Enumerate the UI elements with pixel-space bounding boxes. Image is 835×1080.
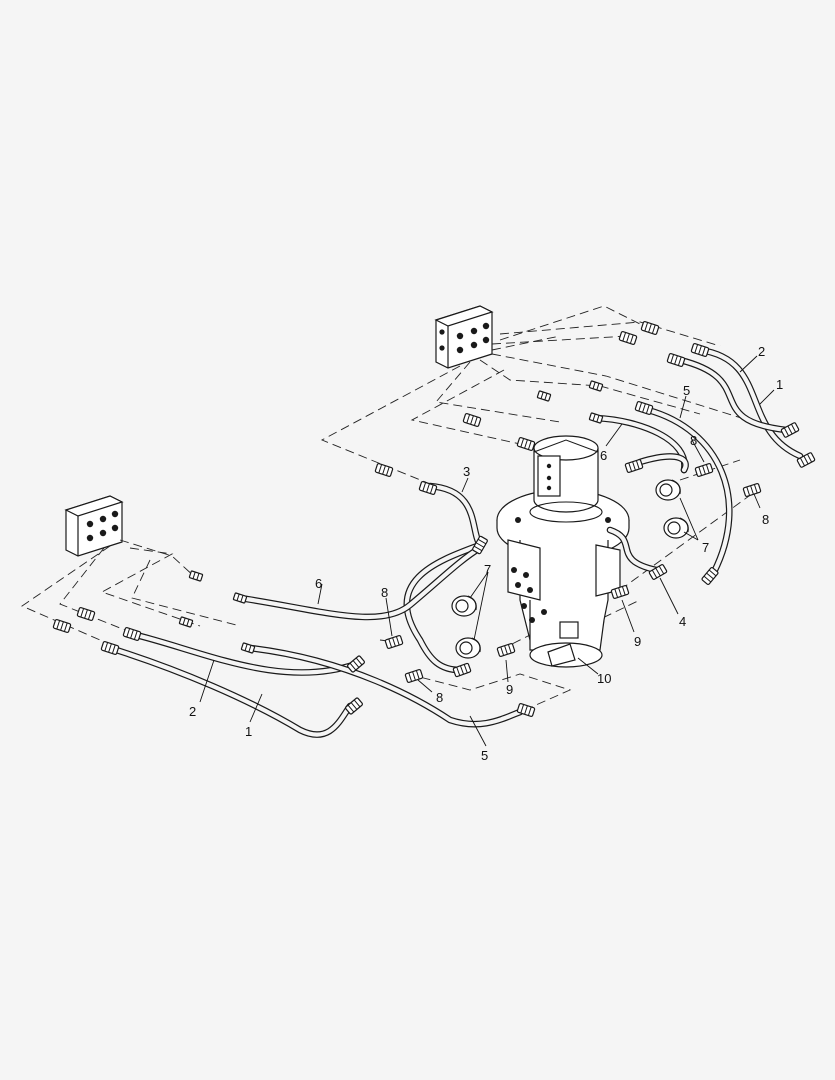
dashed-centerlines xyxy=(21,305,781,713)
manifold-block-lower xyxy=(64,495,124,557)
callout-1-lower: 1 xyxy=(245,724,252,739)
callout-5-upper: 5 xyxy=(683,383,690,398)
callout-9-left: 9 xyxy=(506,682,513,697)
leader-lines xyxy=(199,355,775,747)
callout-7-lower: 7 xyxy=(484,562,491,577)
callout-10: 10 xyxy=(597,671,611,686)
callout-9-right: 9 xyxy=(634,634,641,649)
callout-8-upper-a: 8 xyxy=(690,433,697,448)
callout-8-lower-a: 8 xyxy=(381,585,388,600)
callout-3: 3 xyxy=(463,464,470,479)
manifold-block-upper xyxy=(434,305,494,369)
callout-1-upper: 1 xyxy=(776,377,783,392)
callout-5-lower: 5 xyxy=(481,748,488,763)
callout-6-upper: 6 xyxy=(600,448,607,463)
callout-8-lower-b: 8 xyxy=(436,690,443,705)
callout-7-upper: 7 xyxy=(702,540,709,555)
callout-labels: 2 1 5 8 6 3 8 7 7 6 8 4 9 10 9 8 2 1 5 xyxy=(189,344,783,763)
callout-4: 4 xyxy=(679,614,686,629)
callout-2-lower: 2 xyxy=(189,704,196,719)
callout-2-upper: 2 xyxy=(758,344,765,359)
rotary-valve-body xyxy=(496,435,630,668)
callout-6-lower: 6 xyxy=(315,576,322,591)
callout-8-upper-b: 8 xyxy=(762,512,769,527)
hoses xyxy=(106,346,804,738)
